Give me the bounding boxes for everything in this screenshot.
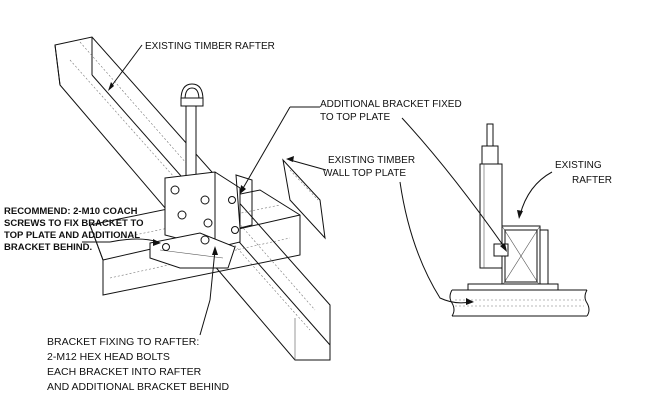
bracket-plate xyxy=(149,171,253,269)
leader-lines xyxy=(82,44,327,336)
label-section-rafter: RAFTER xyxy=(572,175,612,186)
label-additional-bracket-2: TO TOP PLATE xyxy=(320,112,391,123)
section-view: EXISTING RAFTER xyxy=(399,117,612,317)
section-leader-lines xyxy=(399,117,553,305)
label-recommend-3: TOP PLATE AND ADDITIONAL xyxy=(4,230,140,241)
label-top-plate-1: EXISTING TIMBER xyxy=(328,155,415,166)
hex-bolt-icon xyxy=(162,185,239,251)
label-fixing-1: BRACKET FIXING TO RAFTER: xyxy=(47,336,199,348)
label-fixing-3: EACH BRACKET INTO RAFTER xyxy=(47,366,202,378)
section-top-plate xyxy=(449,289,590,317)
label-fixing-4: AND ADDITIONAL BRACKET BEHIND xyxy=(47,381,229,393)
isometric-view: EXISTING TIMBER RAFTER ADDITIONAL BRACKE… xyxy=(4,36,462,393)
label-top-plate-2: WALL TOP PLATE xyxy=(323,168,406,179)
section-bracket xyxy=(479,163,503,269)
label-existing-timber-rafter: EXISTING TIMBER RAFTER xyxy=(145,41,275,52)
label-recommend-1: RECOMMEND: 2-M10 COACH xyxy=(4,206,138,217)
label-recommend-4: BRACKET BEHIND. xyxy=(4,242,92,253)
label-additional-bracket-1: ADDITIONAL BRACKET FIXED xyxy=(320,99,462,110)
section-rod xyxy=(486,123,494,149)
label-section-existing: EXISTING xyxy=(555,160,602,171)
label-recommend-2: SCREWS TO FIX BRACKET TO xyxy=(4,218,144,229)
label-fixing-2: 2-M12 HEX HEAD BOLTS xyxy=(47,351,170,363)
section-base-plate xyxy=(467,283,559,291)
